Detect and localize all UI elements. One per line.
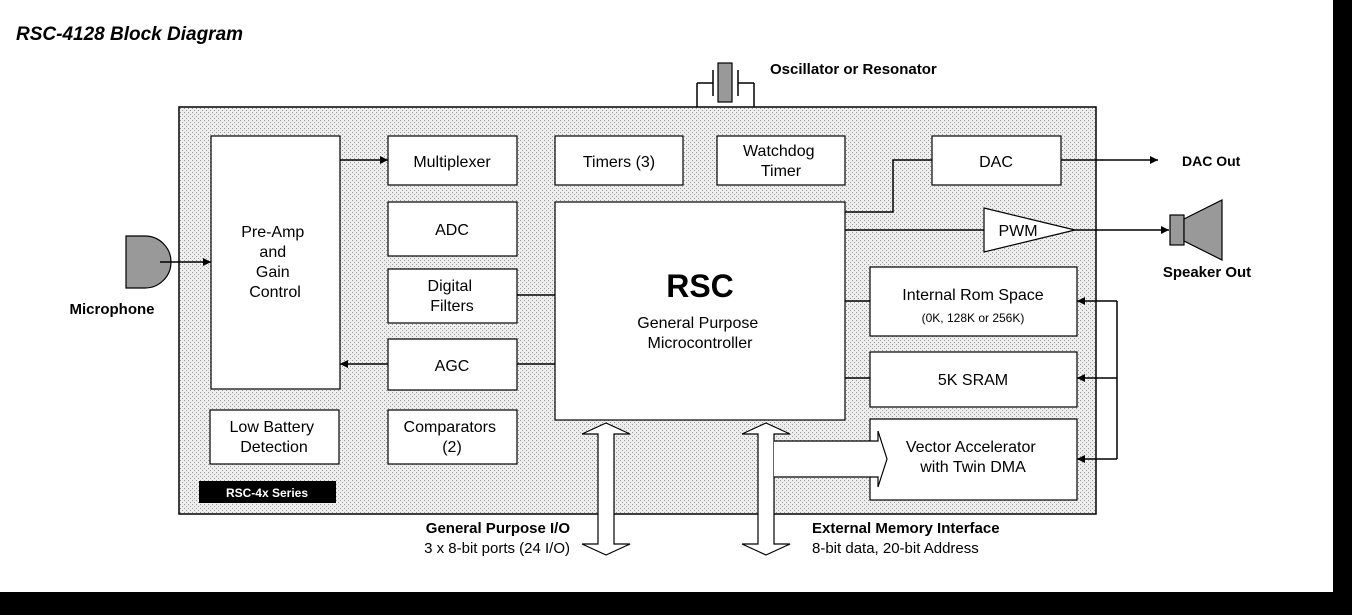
memory-bus-arrow: [741, 422, 791, 556]
adc-label: ADC: [435, 222, 469, 239]
timers-label: Timers (3): [583, 154, 655, 171]
rsc-to-dac-link: [845, 159, 932, 213]
vector-accelerator-label: Vector Accelerator with Twin DMA: [906, 439, 1040, 476]
internal-rom-sizes: (0K, 128K or 256K): [922, 311, 1025, 325]
digital-filters-label: Digital Filters: [428, 278, 477, 315]
memory-interface-title: External Memory Interface: [812, 520, 1000, 537]
rsc-title: RSC: [666, 268, 734, 304]
pwm-label: PWM: [998, 223, 1037, 240]
microphone-label: Microphone: [70, 301, 155, 318]
digital-filters-block: [387, 268, 518, 324]
watchdog-timer-label: Watchdog Timer: [743, 143, 819, 180]
oscillator-label: Oscillator or Resonator: [770, 61, 937, 78]
memory-bus: [1077, 297, 1118, 463]
preamp-label: Pre-Amp and Gain Control: [241, 224, 309, 301]
preamp-block: [210, 135, 341, 390]
speaker-out-label: Speaker Out: [1163, 264, 1251, 281]
low-battery-block: [209, 409, 340, 465]
dac-label: DAC: [979, 154, 1013, 171]
dac-block: [931, 135, 1062, 186]
oscillator-symbol: [696, 62, 755, 107]
diagram-title: RSC-4128 Block Diagram: [16, 24, 243, 45]
internal-rom-label: Internal Rom Space: [902, 287, 1044, 304]
gpio-bus-arrow: [581, 422, 631, 556]
internal-rom-block: [869, 266, 1078, 337]
speaker-icon: [1169, 199, 1223, 261]
gpio-title: General Purpose I/O: [426, 520, 571, 537]
microphone-icon: [125, 235, 172, 289]
timers-block: [554, 135, 684, 186]
vector-accelerator-block: [869, 418, 1078, 501]
comparators-block: [387, 409, 518, 465]
dac-out-label: DAC Out: [1182, 153, 1241, 169]
rsc-microcontroller-block: [554, 201, 846, 421]
series-badge: [199, 481, 336, 503]
rsc-subtitle: General Purpose Microcontroller: [637, 315, 762, 352]
multiplexer-label: Multiplexer: [413, 154, 491, 171]
gpio-detail: 3 x 8-bit ports (24 I/O): [424, 540, 570, 557]
watchdog-timer-block: [716, 135, 846, 186]
low-battery-label: Low Battery Detection: [230, 419, 319, 456]
series-badge-label: RSC-4x Series: [226, 486, 308, 500]
comparators-label: Comparators (2): [404, 419, 501, 456]
memory-interface-detail: 8-bit data, 20-bit Address: [812, 540, 979, 557]
block-diagram: RSC-4128 Block Diagram Oscillator or Res…: [16, 24, 1251, 557]
agc-label: AGC: [435, 358, 470, 375]
adc-block: [387, 201, 518, 257]
sram-label: 5K SRAM: [938, 372, 1008, 389]
sram-block: [869, 351, 1078, 408]
vector-dma-arrow: [774, 430, 888, 488]
diagram-canvas: RSC-4128 Block Diagram Oscillator or Res…: [0, 0, 1333, 592]
